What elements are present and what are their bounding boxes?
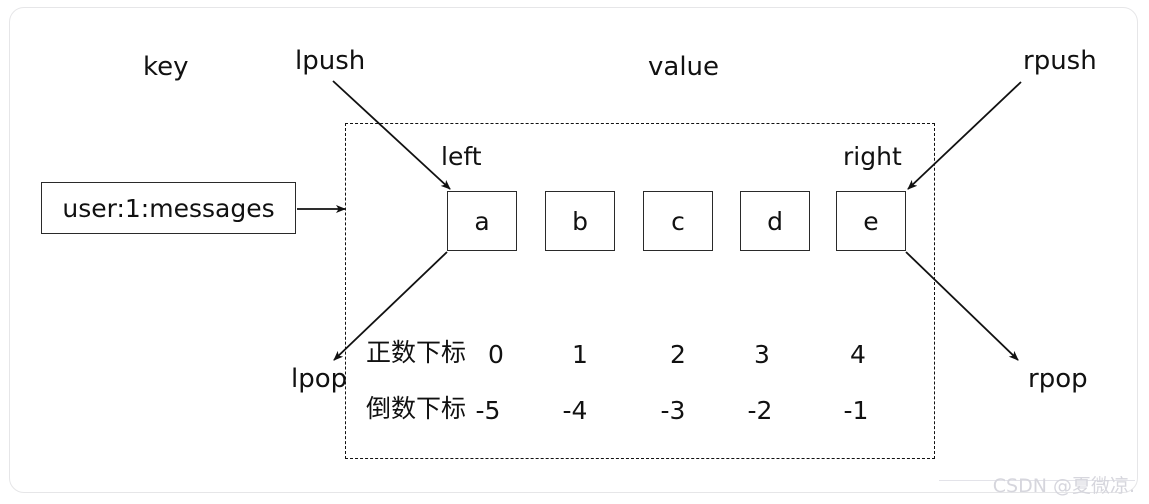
list-item: a [447,191,517,251]
left-side-label: left [441,142,482,171]
positive-index-value: 4 [850,340,866,369]
element-value: e [863,206,879,236]
negative-index-value: -2 [747,396,773,425]
list-item: b [545,191,615,251]
positive-index-row-label: 正数下标 [366,338,467,367]
element-value: c [671,206,685,236]
element-value: a [474,206,490,236]
element-value: b [572,206,588,236]
key-header-label: key [143,52,189,82]
lpop-label: lpop [291,364,348,394]
positive-index-value: 2 [670,340,686,369]
positive-index-value: 3 [754,340,770,369]
lpush-label: lpush [295,46,366,76]
rpush-label: rpush [1023,46,1097,76]
key-box-text: user:1:messages [62,193,275,223]
value-header-label: value [648,52,720,82]
negative-index-value: -3 [660,396,686,425]
negative-index-value: -4 [562,396,588,425]
negative-index-row-label: 倒数下标 [366,394,467,423]
watermark-text: CSDN @夏微凉. [992,475,1135,497]
list-item: c [643,191,713,251]
key-box: user:1:messages [41,182,296,234]
right-side-label: right [843,142,902,171]
positive-index-value: 0 [488,340,504,369]
negative-index-value: -1 [843,396,869,425]
list-item: d [740,191,810,251]
rpop-label: rpop [1028,364,1088,394]
element-value: d [767,206,783,236]
negative-index-value: -5 [475,396,501,425]
positive-index-value: 1 [572,340,588,369]
list-item: e [836,191,906,251]
watermark-rule [939,480,1135,481]
